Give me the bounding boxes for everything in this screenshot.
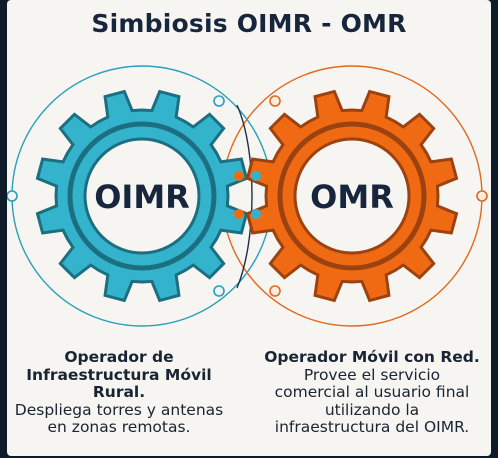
diagram-card: Simbiosis OIMR - OMR (7, 0, 491, 456)
left-bottom-node-dot (213, 285, 225, 297)
omr-gear-outer-ring (277, 121, 427, 271)
omr-caption: Operador Móvil con Red. Provee el servic… (252, 348, 491, 437)
omr-desc-line1: Provee el servicio (303, 365, 441, 384)
omr-gear (245, 89, 459, 303)
oimr-heading-line1: Operador de (64, 348, 174, 366)
oimr-gear (35, 89, 249, 303)
oimr-gear-outer-ring (67, 121, 217, 271)
omr-desc-line4: infraestructura del OIMR. (274, 418, 470, 436)
left-node-dot (7, 190, 18, 202)
oimr-gear-label: OIMR (94, 178, 190, 216)
oimr-heading-line2: Infraestructura Móvil (26, 365, 212, 384)
omr-gear-hub (293, 137, 411, 255)
right-bottom-node-dot (269, 285, 281, 297)
center-node-dot-4 (251, 209, 261, 219)
center-node-dot-1 (234, 171, 244, 181)
oimr-heading-line3: Rural. (92, 383, 146, 401)
center-link-line (236, 104, 253, 289)
center-node-dot-2 (251, 171, 261, 181)
omr-desc-line2: comercial al usuario final (274, 383, 470, 401)
symbiosis-diagram: OIMR OMR (7, 65, 488, 327)
omr-gear-label: OMR (310, 178, 394, 216)
oimr-desc-line2: en zonas remotas. (47, 418, 191, 436)
right-top-node-dot (269, 95, 281, 107)
oimr-desc-line1: Despliega torres y antenas (14, 400, 224, 419)
right-node-dot (476, 190, 488, 202)
orbit-nodes (7, 95, 488, 297)
page-title: Simbiosis OIMR - OMR (91, 9, 407, 38)
oimr-caption: Operador de Infraestructura Móvil Rural.… (7, 348, 239, 437)
center-node-dot-3 (234, 209, 244, 219)
oimr-gear-hub (83, 137, 201, 255)
omr-desc-line3: utilizando la (324, 400, 420, 419)
left-top-node-dot (213, 95, 225, 107)
omr-heading: Operador Móvil con Red. (264, 348, 480, 366)
